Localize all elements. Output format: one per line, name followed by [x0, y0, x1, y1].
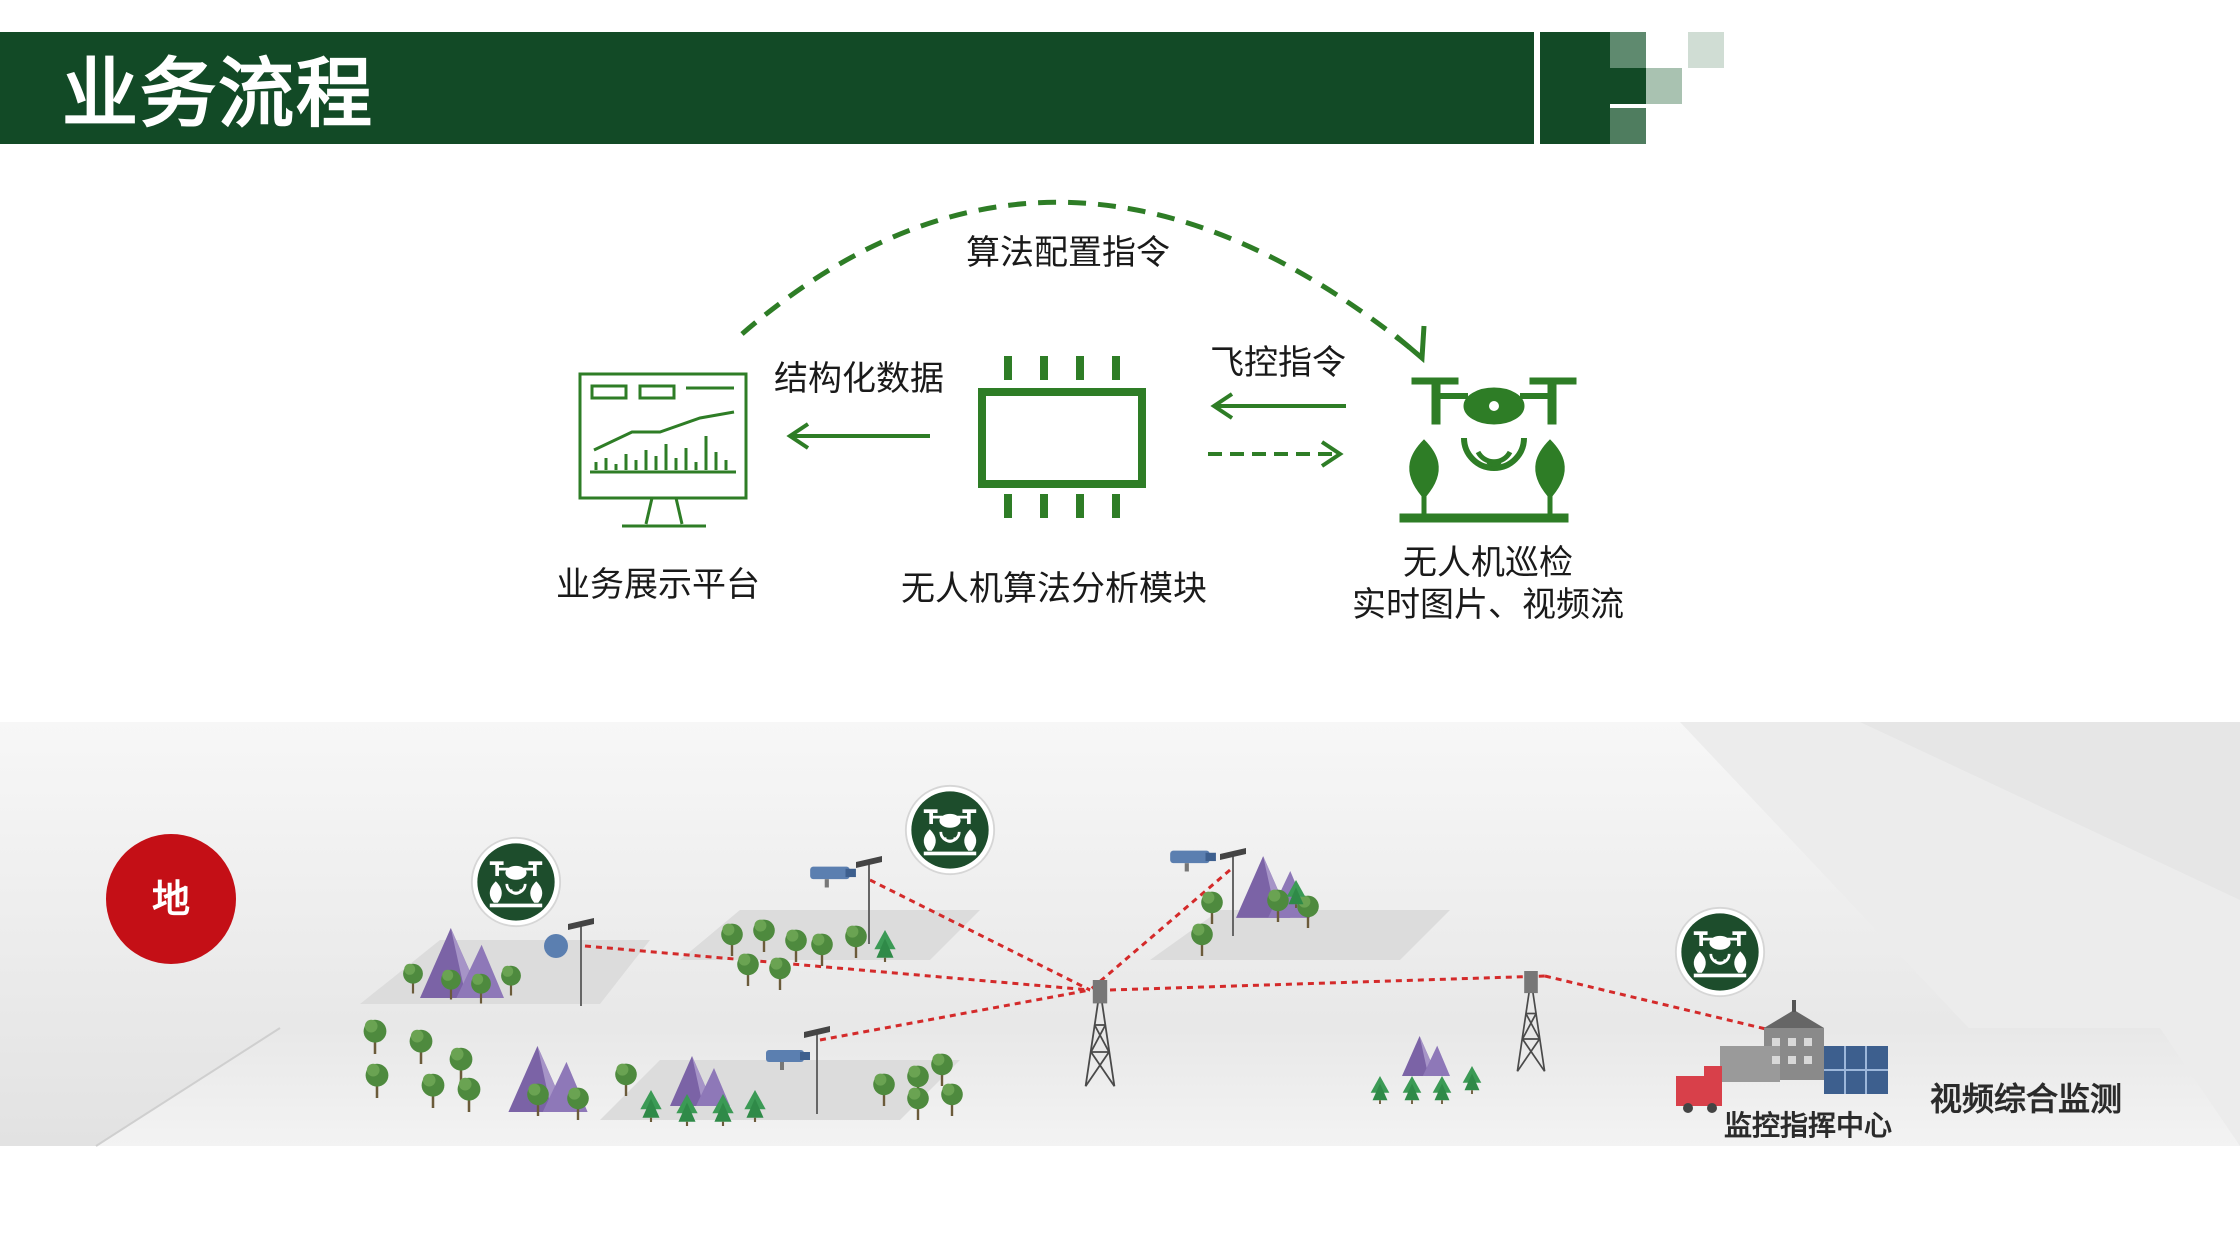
drone-label-line1: 无人机巡检	[1403, 543, 1573, 583]
drone-label-line2: 实时图片、视频流	[1352, 585, 1624, 625]
header-decor	[1610, 68, 1646, 104]
config-command-label: 算法配置指令	[966, 233, 1170, 273]
structured-data-label: 结构化数据	[774, 359, 944, 399]
drone-inspection-icon	[1399, 377, 1577, 523]
config-arc-arrow	[740, 199, 1422, 358]
header-bar	[0, 32, 1530, 144]
drone-badge-icon	[904, 784, 996, 876]
legend-badge	[106, 834, 236, 964]
page-title: 业务流程	[62, 49, 374, 138]
config-arc-arrowhead	[1394, 325, 1427, 364]
drone-badge-icon	[470, 836, 562, 928]
legend-badge-text: 地	[151, 877, 190, 921]
monitor-chart-icon	[578, 372, 748, 528]
header-decor	[1610, 108, 1646, 144]
header-decor	[1646, 68, 1682, 104]
building-icon	[1720, 1000, 1888, 1094]
dome-camera-icon	[544, 934, 568, 958]
chip-icon	[978, 356, 1146, 518]
module-label: 无人机算法分析模块	[901, 569, 1207, 609]
network-links	[584, 868, 1771, 1042]
header-decor	[1534, 32, 1540, 144]
header-decor	[1570, 32, 1610, 144]
drone-badge-icon	[1674, 906, 1766, 998]
flight-control-label: 飞控指令	[1210, 343, 1346, 383]
header-decor	[1610, 32, 1646, 68]
command-center-label: 监控指挥中心	[1724, 1109, 1893, 1142]
header-decor	[1688, 32, 1724, 68]
video-monitoring-label: 视频综合监测	[1930, 1080, 2123, 1118]
platform-label: 业务展示平台	[556, 565, 760, 605]
fire-truck-icon	[1676, 1066, 1722, 1113]
